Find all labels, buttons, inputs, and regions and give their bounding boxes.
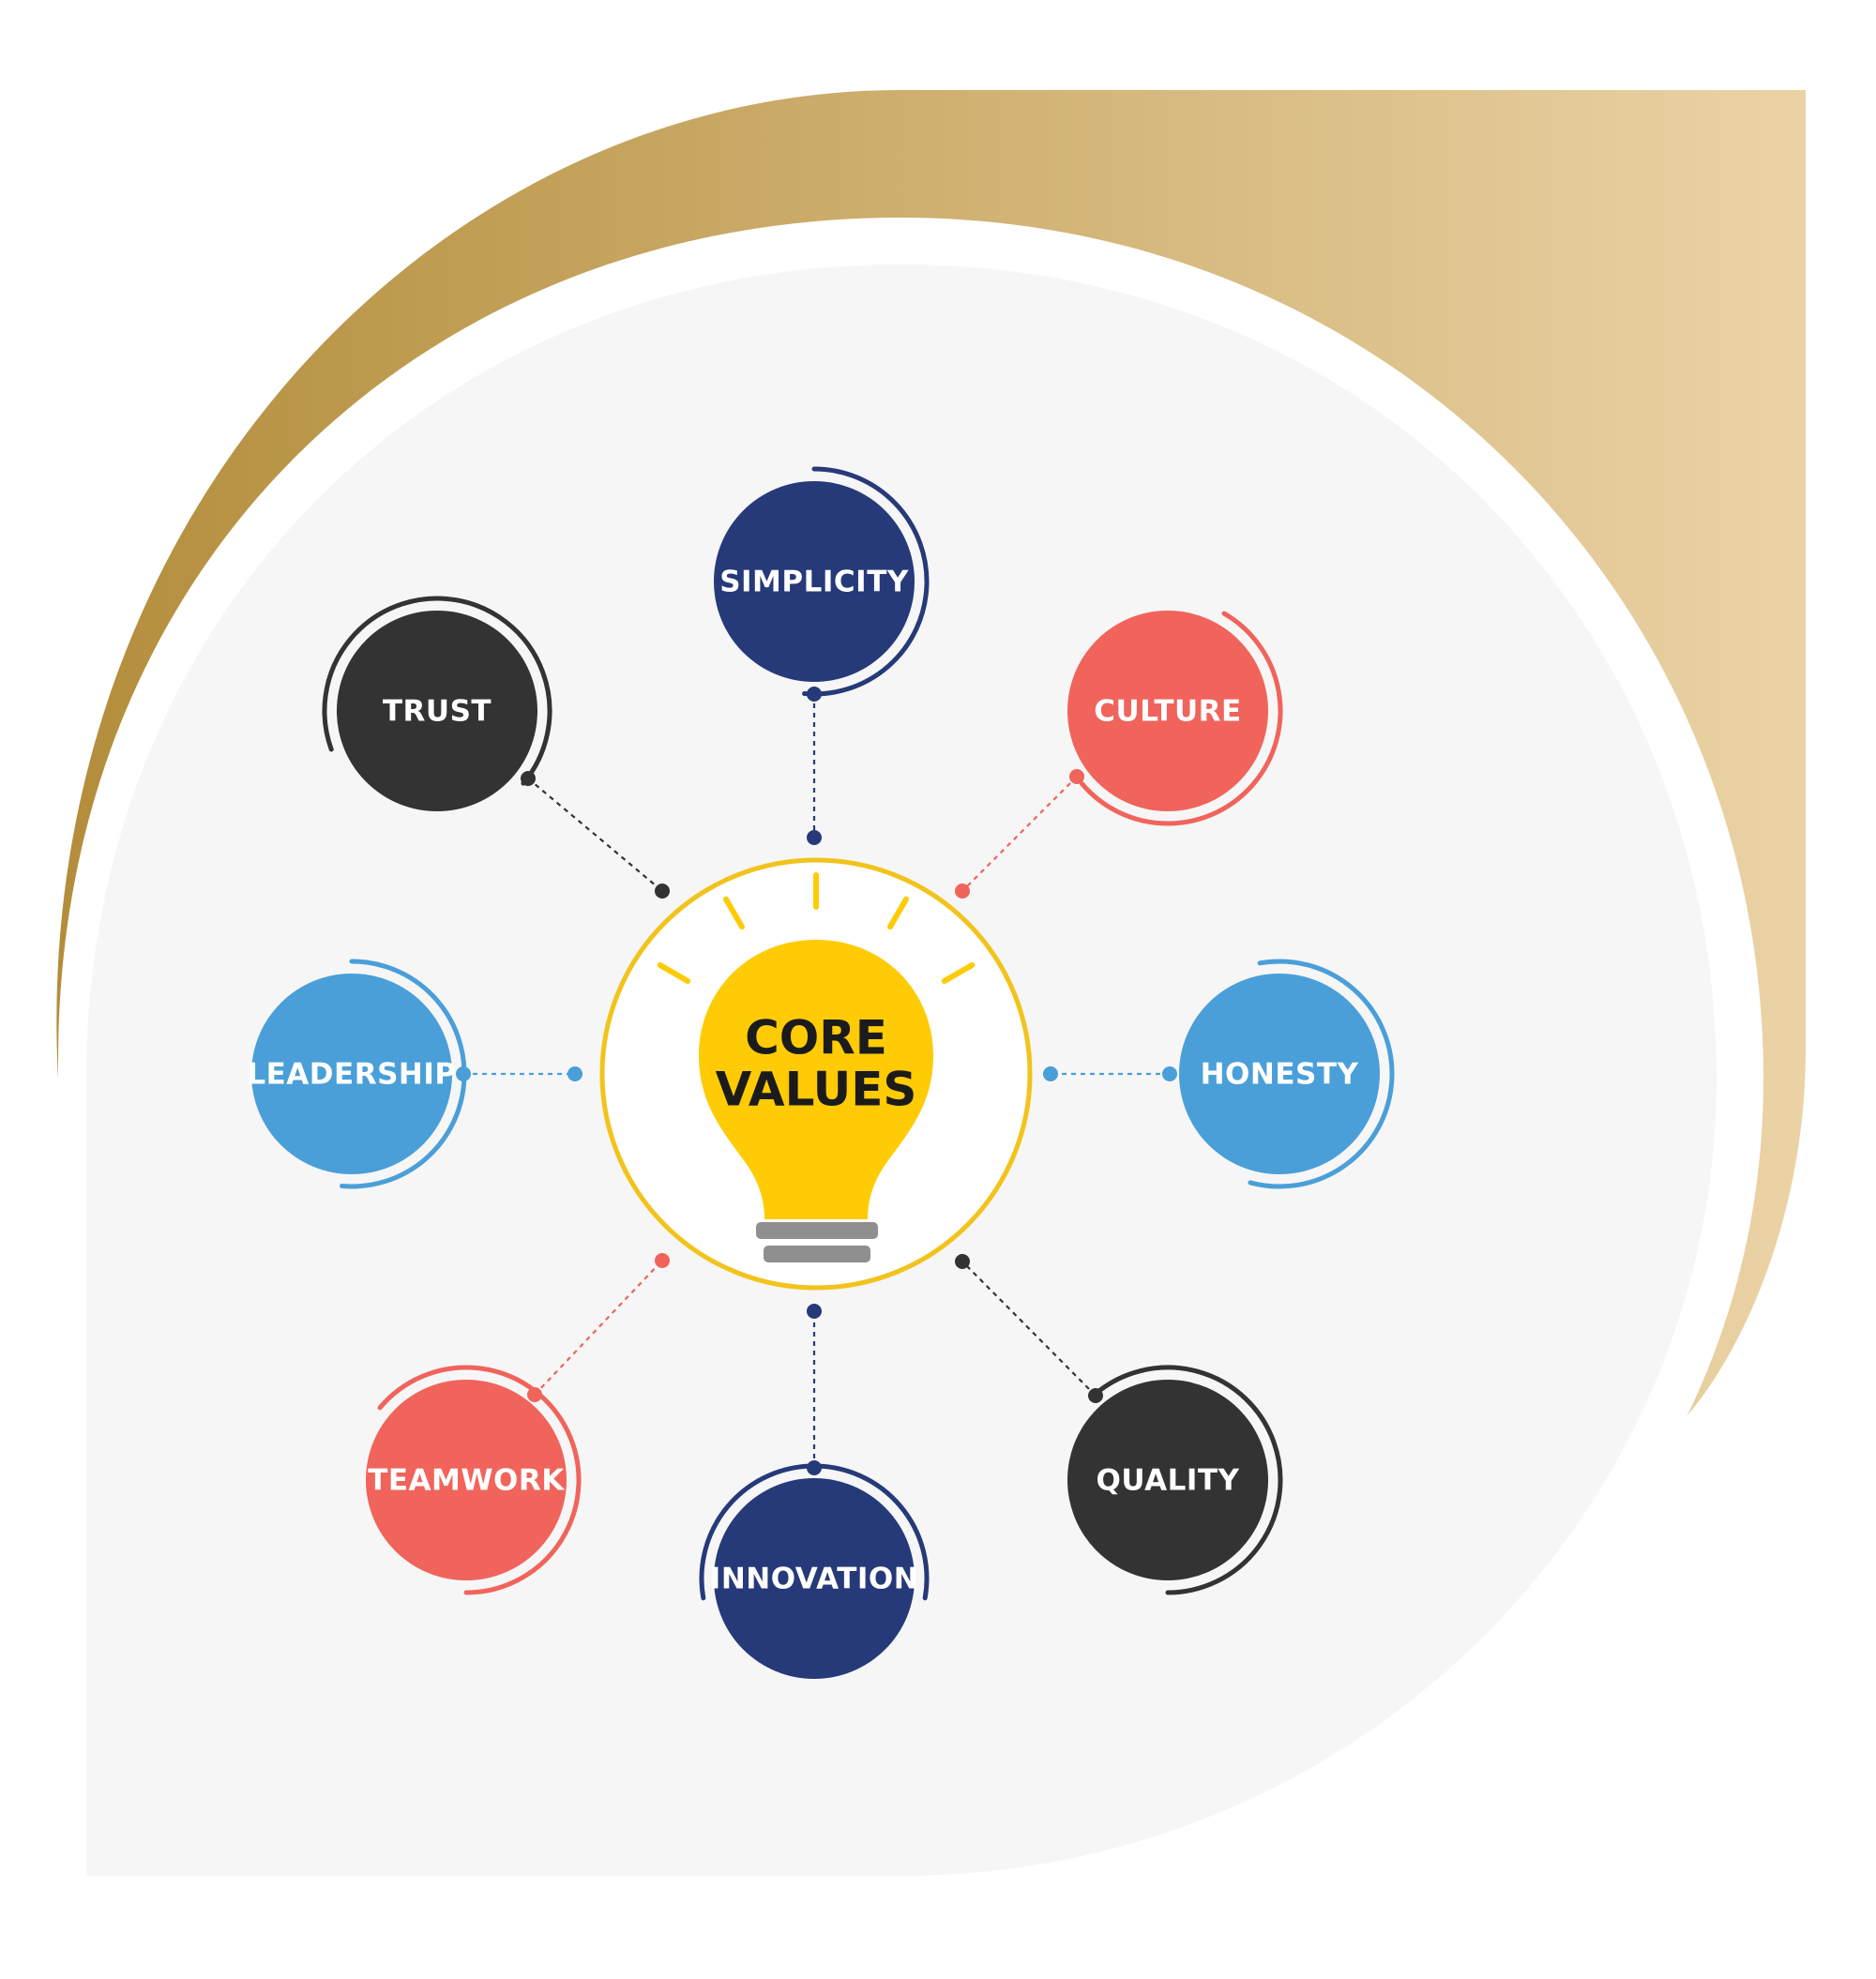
- lightbulb-icon: [699, 940, 933, 1219]
- value-label-culture: CULTURE: [1094, 695, 1241, 729]
- connector-teamwork: [534, 1260, 663, 1396]
- value-label-quality: QUALITY: [1097, 1464, 1240, 1498]
- connector-quality: [961, 1261, 1097, 1397]
- bulb-base-icon: [764, 1246, 870, 1262]
- connector-dot-inner-quality: [955, 1254, 970, 1269]
- value-node-honesty: [1179, 974, 1380, 1174]
- value-node-quality: [1067, 1380, 1268, 1580]
- connector-dot-inner-leadership: [567, 1066, 582, 1081]
- value-label-innovation: INNOVATION: [710, 1563, 918, 1596]
- value-node-teamwork: [366, 1380, 567, 1580]
- connector-culture: [961, 776, 1078, 892]
- value-nodes-layer: SIMPLICITY CULTURE HONESTY QUALITY INNOVATIO…: [247, 466, 1395, 1679]
- arc-ring-leadership: [340, 959, 467, 1189]
- connector-dot-inner-trust: [655, 884, 670, 899]
- bulb-ray-1: [657, 962, 691, 984]
- value-node-innovation: [714, 1478, 915, 1679]
- connector-trust: [527, 778, 663, 892]
- connector-dot-inner-innovation: [807, 1304, 822, 1319]
- center-label-line2: VALUES: [716, 1063, 917, 1117]
- arc-ring-honesty: [1248, 959, 1395, 1189]
- connector-dot-inner-simplicity: [807, 830, 822, 845]
- bulb-ray-5: [941, 962, 976, 984]
- bulb-ray-2: [723, 896, 745, 930]
- connector-dot-inner-teamwork: [655, 1253, 670, 1268]
- value-label-honesty: HONESTY: [1201, 1058, 1359, 1092]
- arc-ring-trust: [322, 596, 552, 786]
- core-values-center: CORE VALUES: [599, 857, 1033, 1291]
- value-label-leadership: LEADERSHIP: [247, 1058, 456, 1092]
- value-label-teamwork: TEAMWORK: [368, 1464, 565, 1498]
- value-node-simplicity: [714, 481, 915, 682]
- arc-ring-culture: [1079, 611, 1283, 826]
- arc-ring-teamwork: [377, 1365, 582, 1595]
- value-node-leadership: [251, 974, 452, 1174]
- value-label-trust: TRUST: [383, 695, 492, 729]
- arc-ring-innovation: [699, 1463, 930, 1601]
- connector-dot-outer-honesty: [1162, 1066, 1177, 1081]
- bulb-ray-4: [887, 896, 909, 930]
- connector-dot-inner-honesty: [1043, 1066, 1058, 1081]
- center-label-line1: CORE: [745, 1011, 887, 1065]
- value-node-culture: [1067, 611, 1268, 811]
- arc-ring-simplicity: [802, 466, 930, 697]
- bulb-base-icon: [756, 1222, 878, 1239]
- connector-dot-inner-culture: [955, 884, 970, 899]
- connector-dot-outer-culture: [1069, 769, 1084, 784]
- bulb-rays-icon: [657, 872, 976, 984]
- arc-ring-quality: [1093, 1365, 1283, 1595]
- value-node-trust: [337, 611, 537, 811]
- value-label-simplicity: SIMPLICITY: [719, 566, 909, 599]
